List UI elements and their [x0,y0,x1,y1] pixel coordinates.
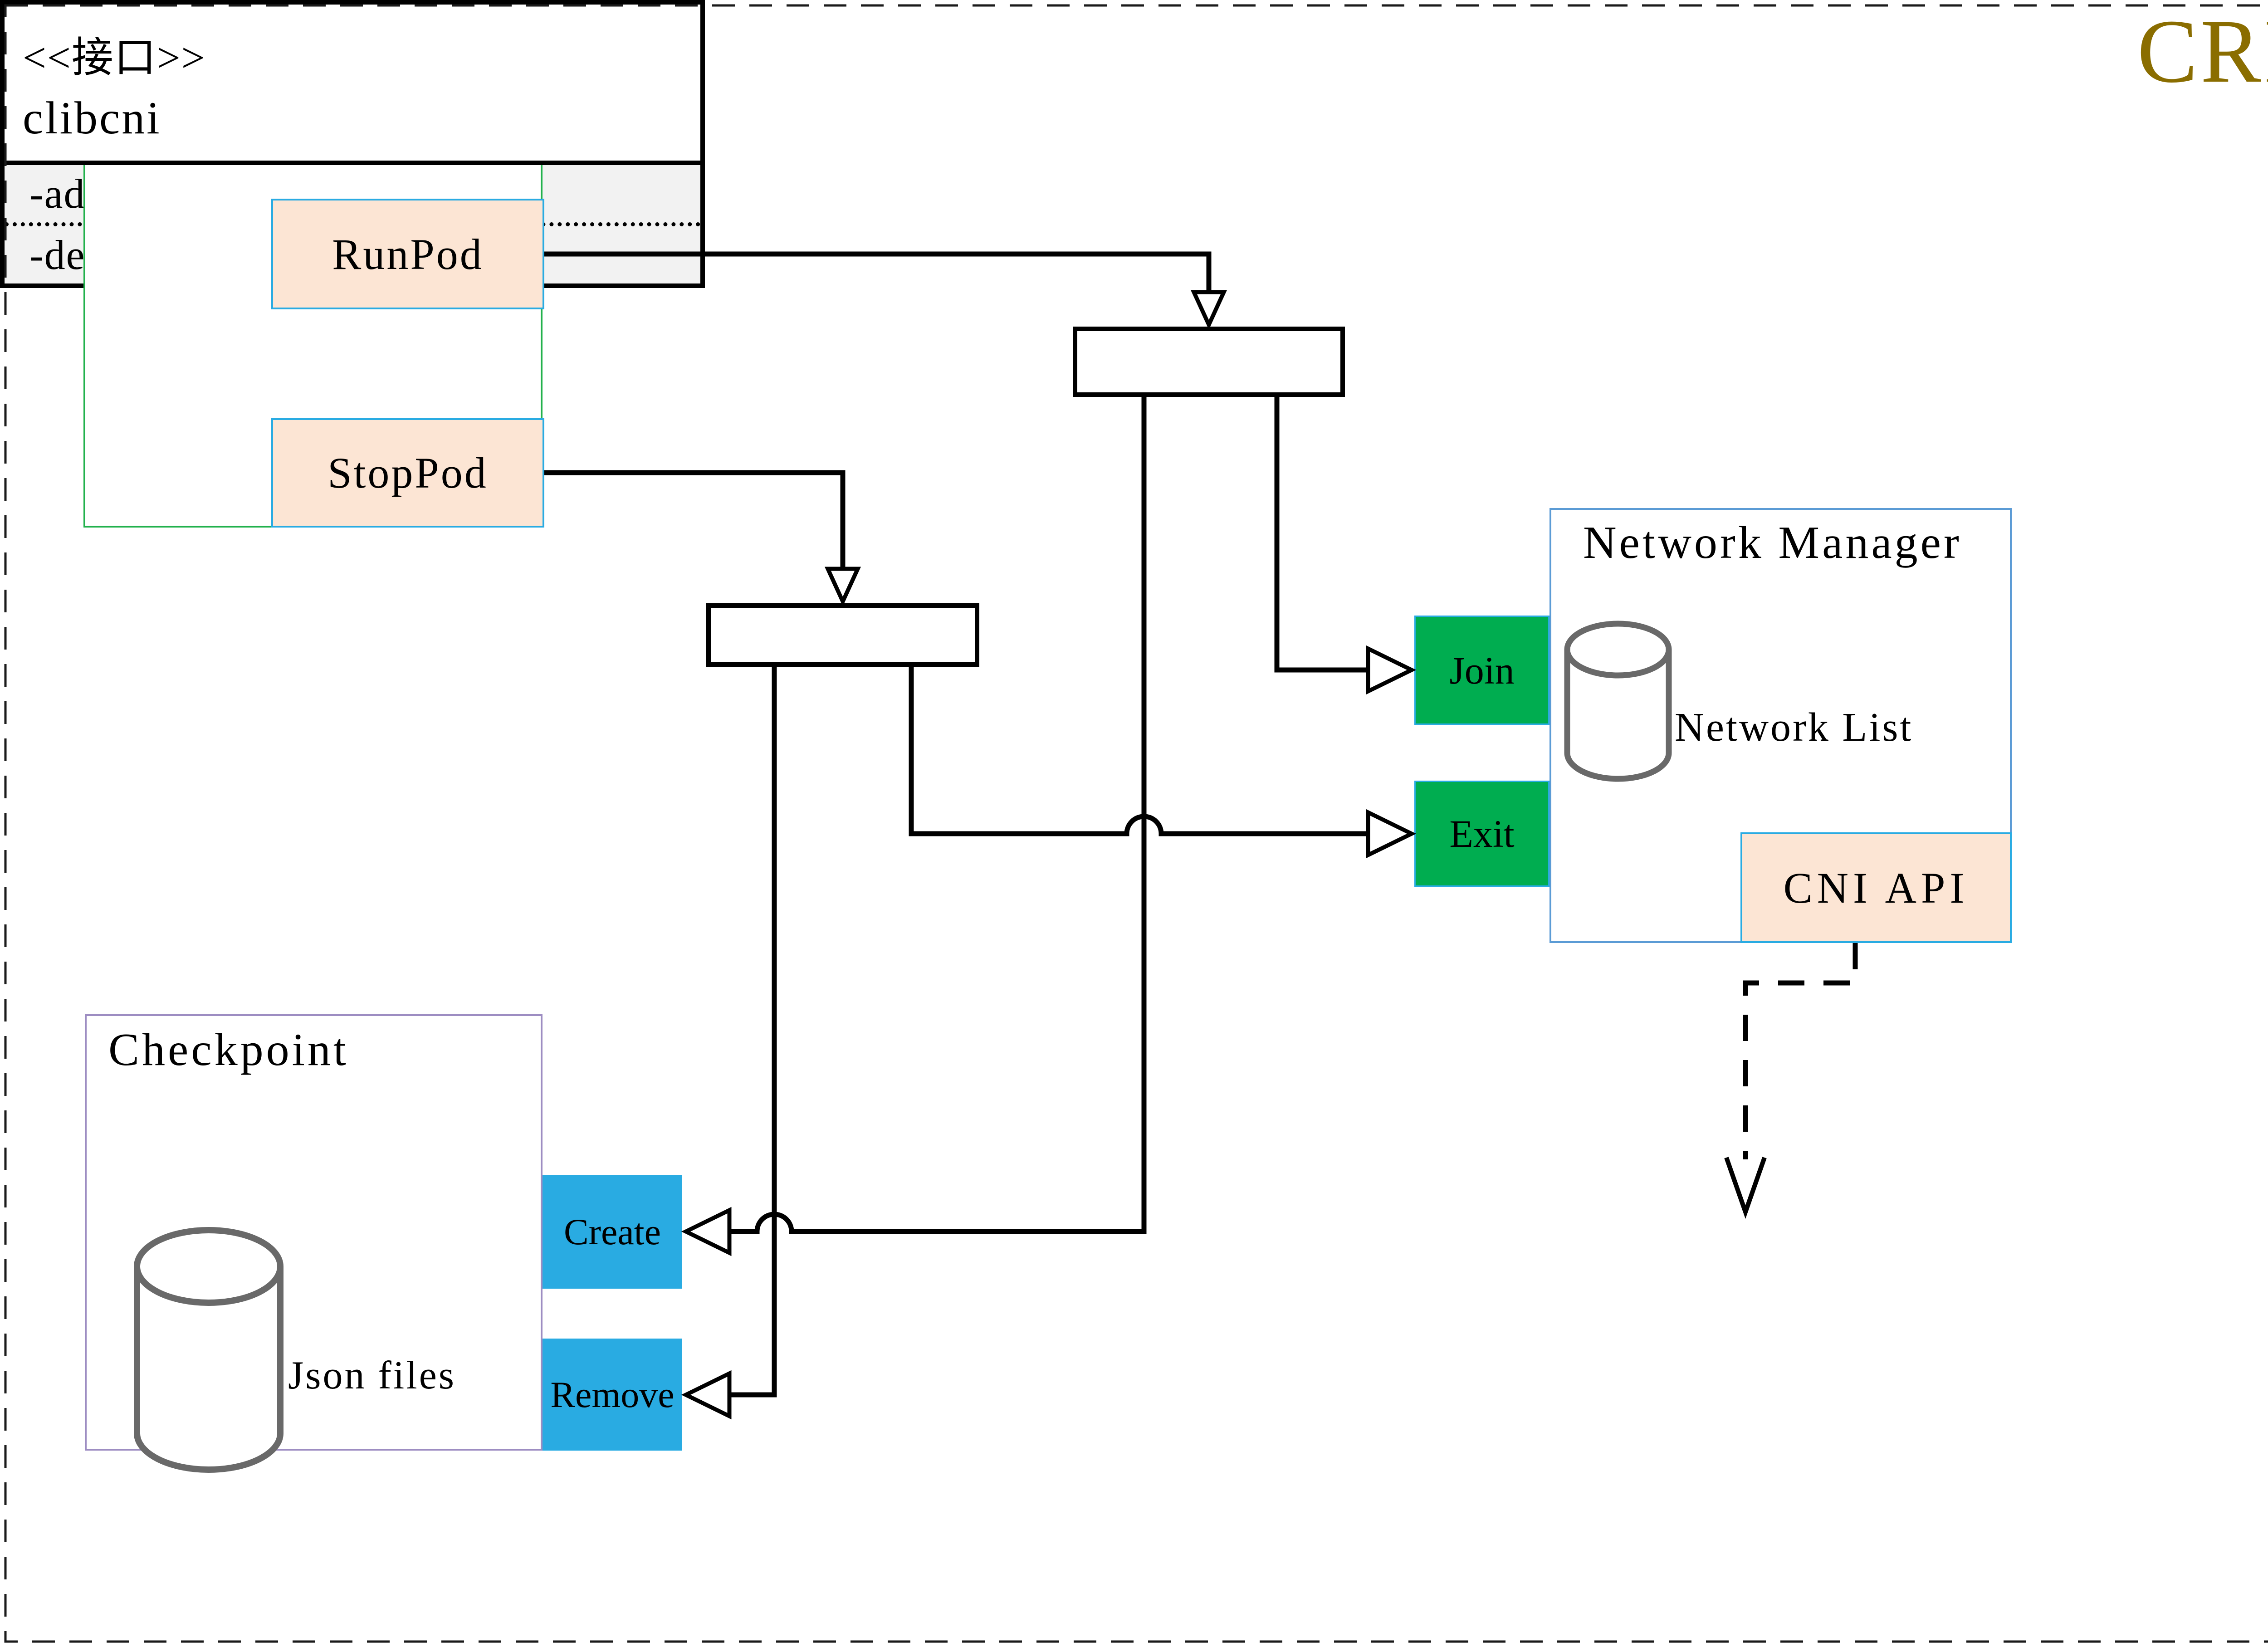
network-list-label: Network List [1675,705,1913,750]
arrow-junction-to-remove [681,667,777,1420]
join-box: Join [1414,616,1549,725]
network-manager-label: Network Manager [1583,517,1962,568]
create-label: Create [564,1211,661,1252]
exit-box: Exit [1414,781,1549,887]
create-box: Create [543,1175,682,1289]
checkpoint-label: Checkpoint [108,1024,349,1075]
arrow-junction-to-join [1274,397,1417,695]
remove-label: Remove [550,1373,675,1415]
remove-box: Remove [543,1339,682,1451]
cni-api-box: CNI API [1740,832,2012,943]
clibcni-name: clibcni [23,93,161,144]
clibcni-class-header: <<接口>> clibcni [5,5,700,165]
runpod-box: RunPod [271,199,544,309]
join-label: Join [1449,648,1515,692]
junction-bar-stoppod [706,603,979,667]
exit-label: Exit [1449,812,1515,855]
junction-bar-runpod [1073,327,1345,397]
arrow-cni-api-to-clibcni [1724,943,1858,1219]
stoppod-box: StopPod [271,418,544,528]
arrow-stoppod-to-junction [544,470,861,606]
runpod-label: RunPod [332,230,484,279]
stoppod-label: StopPod [327,449,488,497]
clibcni-stereotype: <<接口>> [23,34,206,81]
json-files-label: Json files [288,1354,456,1398]
arrow-junction-to-create [681,397,1147,1256]
arrow-junction-to-exit [909,667,1417,859]
diagram-title: CRI [2137,1,2268,102]
cni-api-label: CNI API [1783,863,1969,912]
